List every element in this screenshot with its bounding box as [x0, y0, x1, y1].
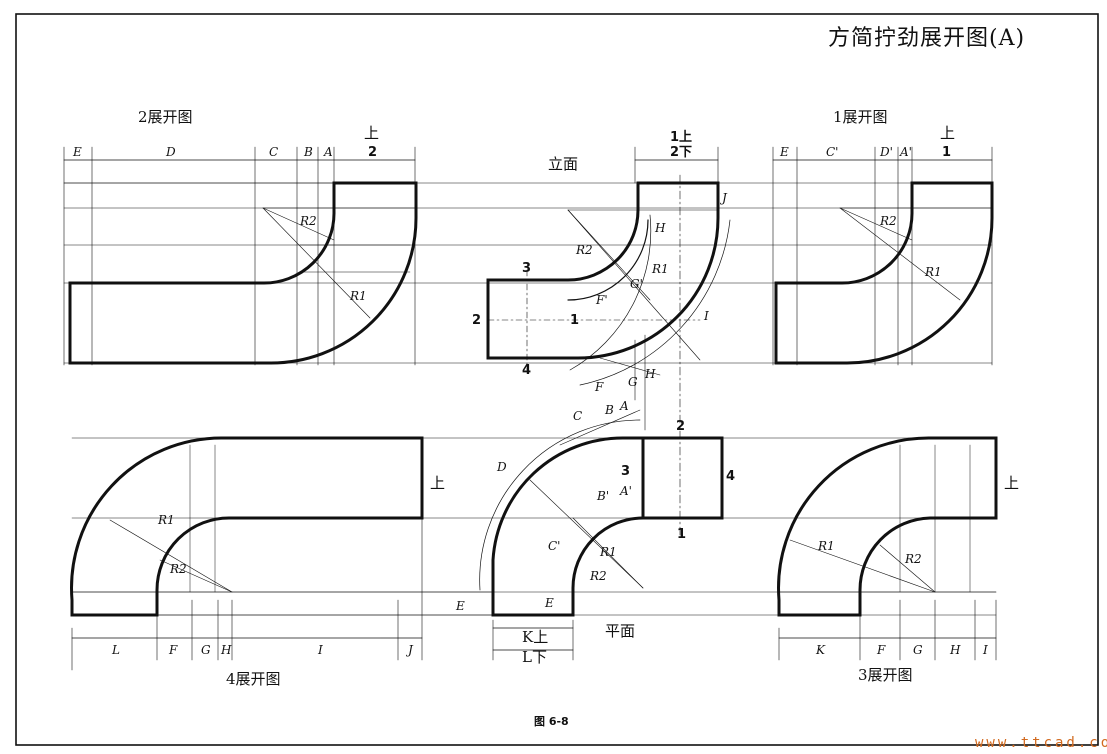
- unfold-4-title: 4展开图: [226, 670, 281, 688]
- plan-label: C: [573, 409, 583, 423]
- watermark: www.ttcad.com: [975, 735, 1107, 751]
- plan-label: E: [456, 599, 465, 613]
- plan-label: B': [597, 489, 610, 503]
- dim-label: 1上: [670, 130, 693, 145]
- radius-label: R2: [590, 569, 607, 583]
- elevation-view: [486, 146, 731, 536]
- plan-label: E: [545, 596, 554, 610]
- radius-label: R2: [905, 552, 922, 566]
- elevation-label: 1: [570, 313, 580, 328]
- dim-label: E: [73, 145, 82, 159]
- dim-label: J: [408, 643, 413, 657]
- dim-label: D: [166, 145, 176, 159]
- dim-label: B: [304, 145, 313, 159]
- elevation-label: F: [595, 380, 604, 394]
- radius-label: R1: [600, 545, 617, 559]
- radius-label: R1: [925, 265, 942, 279]
- dim-label: K上: [522, 628, 549, 646]
- plan-label: B: [605, 403, 614, 417]
- plan-label: 3: [621, 464, 631, 479]
- dim-label: 1: [942, 145, 952, 160]
- dim-label: E: [780, 145, 789, 159]
- unfold-2-title: 2展开图: [138, 108, 193, 126]
- plan-label: 1: [677, 527, 687, 542]
- dim-label: F: [169, 643, 178, 657]
- dim-label: G: [913, 643, 923, 657]
- radius-label: R1: [818, 539, 835, 553]
- plan-label: D: [497, 460, 507, 474]
- radius-label: R2: [576, 243, 593, 257]
- plan-label: C': [548, 539, 561, 553]
- elevation-title: 立面: [548, 155, 579, 173]
- dim-label: 2下: [670, 145, 693, 160]
- unfold-1-view: [772, 146, 994, 366]
- plan-label: 2: [676, 419, 686, 434]
- dim-label: G: [201, 643, 211, 657]
- elevation-label: G': [630, 277, 643, 291]
- radius-label: R2: [880, 214, 897, 228]
- radius-label: R2: [170, 562, 187, 576]
- elevation-label: J: [722, 191, 727, 205]
- dim-label: A: [324, 145, 333, 159]
- dim-label: H: [950, 643, 961, 657]
- elevation-label: G: [628, 375, 638, 389]
- plan-title: 平面: [605, 622, 636, 640]
- elevation-label: I: [704, 309, 709, 323]
- unfold-1-title: 1展开图: [833, 108, 888, 126]
- dim-label: D': [880, 145, 893, 159]
- dim-label: H: [221, 643, 232, 657]
- dim-label: A': [900, 145, 912, 159]
- radius-label: R1: [158, 513, 175, 527]
- unfold-3-title: 3展开图: [858, 666, 913, 684]
- radius-label: R2: [300, 214, 317, 228]
- side-label-upper: 上: [1004, 474, 1020, 492]
- drawing-title: 方简拧劲展开图(A): [828, 26, 1026, 51]
- unfold-4-view: [70, 436, 493, 671]
- dim-label: C': [826, 145, 839, 159]
- dim-label: I: [983, 643, 988, 657]
- plan-label: A: [620, 399, 629, 413]
- radius-label: R1: [350, 289, 367, 303]
- elevation-label: 2: [472, 313, 482, 328]
- unfold-2-view: [63, 146, 418, 366]
- figure-caption: 图 6-8: [534, 715, 569, 728]
- dim-label: C: [269, 145, 279, 159]
- elevation-label: 4: [522, 363, 532, 378]
- side-label-upper: 上: [430, 474, 446, 492]
- elevation-label: H: [645, 367, 656, 381]
- dim-label: I: [318, 643, 323, 657]
- dim-label: L下: [522, 648, 547, 666]
- elevation-label: 3: [522, 261, 532, 276]
- dim-label: 2: [368, 145, 378, 160]
- unfold-3-view: [777, 436, 998, 661]
- dim-label: F: [877, 643, 886, 657]
- elevation-label: F': [596, 293, 608, 307]
- dim-label: 上: [940, 124, 956, 142]
- plan-label: 4: [726, 469, 736, 484]
- dim-label: 上: [364, 124, 380, 142]
- radius-label: R1: [652, 262, 669, 276]
- dim-label: L: [112, 643, 120, 657]
- elevation-label: H: [655, 221, 666, 235]
- drawing-border: [15, 13, 1099, 746]
- plan-label: A': [620, 484, 632, 498]
- dim-label: K: [816, 643, 825, 657]
